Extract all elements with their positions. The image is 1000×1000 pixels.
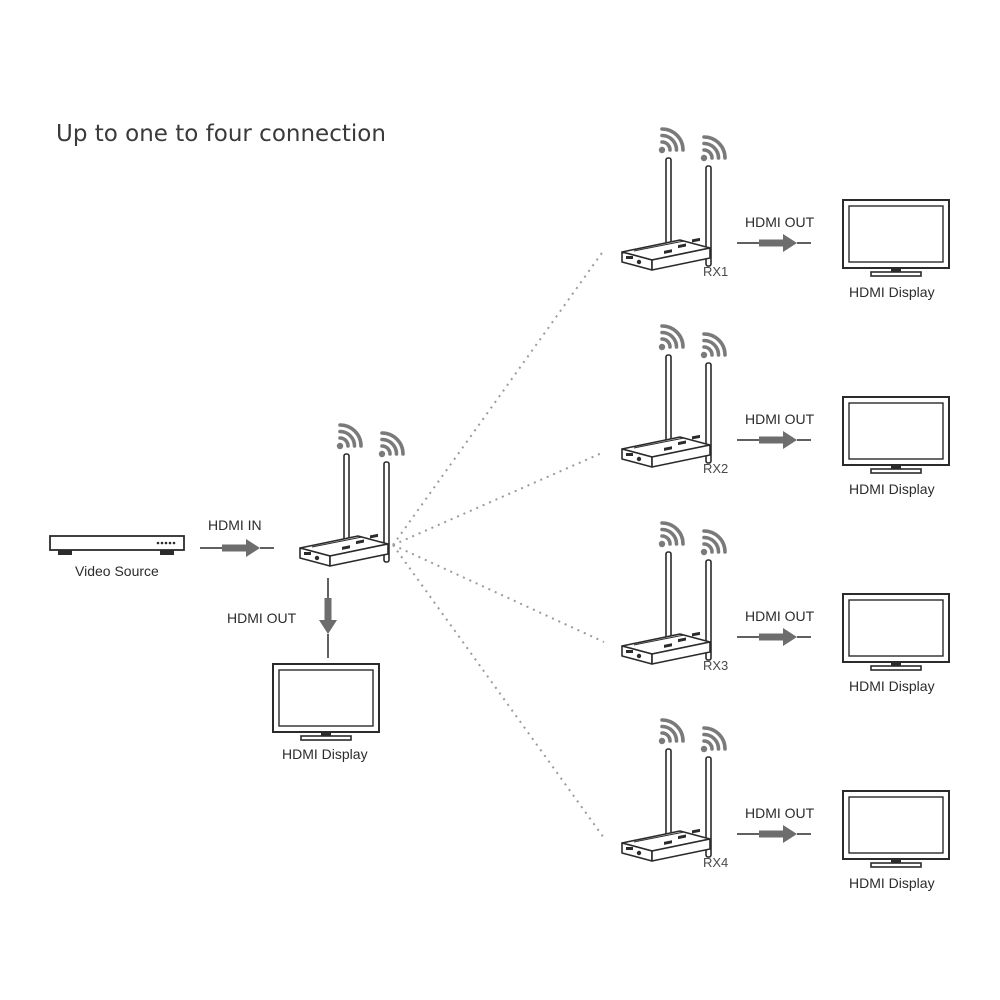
rx-hdmi-out-label: HDMI OUT bbox=[745, 411, 815, 427]
rx-monitor-icon bbox=[842, 396, 950, 474]
receiver-label: RX2 bbox=[703, 461, 728, 476]
receiver-row-3: RX3 HDMI OUT HDMI Display bbox=[622, 523, 950, 694]
rx-hdmi-out-label: HDMI OUT bbox=[745, 805, 815, 821]
rx-hdmi-out-arrow-icon bbox=[736, 627, 812, 647]
rx-hdmi-out-arrow-icon bbox=[736, 824, 812, 844]
link-rx1 bbox=[392, 249, 605, 546]
tx-display-label: HDMI Display bbox=[282, 746, 368, 762]
rx-display-label: HDMI Display bbox=[849, 481, 935, 497]
page-title: Up to one to four connection bbox=[56, 121, 386, 147]
hdmi-in-label: HDMI IN bbox=[208, 517, 262, 533]
hdmi-in-arrow-icon bbox=[199, 538, 275, 558]
video-source-icon bbox=[49, 535, 185, 555]
rx-monitor-icon bbox=[842, 593, 950, 671]
receiver-label: RX1 bbox=[703, 264, 728, 279]
receiver-label: RX4 bbox=[703, 855, 728, 870]
rx-hdmi-out-label: HDMI OUT bbox=[745, 608, 815, 624]
link-rx3 bbox=[392, 544, 605, 643]
wireless-links bbox=[392, 249, 605, 839]
receiver-device-icon bbox=[622, 129, 725, 270]
tx-hdmi-out-label: HDMI OUT bbox=[227, 610, 297, 626]
rx-hdmi-out-arrow-icon bbox=[736, 233, 812, 253]
link-rx4 bbox=[392, 544, 605, 839]
receiver-device-icon bbox=[622, 326, 725, 467]
rx-hdmi-out-label: HDMI OUT bbox=[745, 214, 815, 230]
rx-display-label: HDMI Display bbox=[849, 284, 935, 300]
transmitter-device-icon bbox=[300, 425, 403, 566]
tx-hdmi-out-arrow-icon bbox=[319, 578, 337, 658]
rx-display-label: HDMI Display bbox=[849, 875, 935, 891]
rx-hdmi-out-arrow-icon bbox=[736, 430, 812, 450]
receiver-row-1: RX1 HDMI OUT HDMI Display bbox=[622, 129, 950, 300]
rx-display-label: HDMI Display bbox=[849, 678, 935, 694]
receiver-device-icon bbox=[622, 523, 725, 664]
receiver-row-2: RX2 HDMI OUT HDMI Display bbox=[622, 326, 950, 497]
receiver-device-icon bbox=[622, 720, 725, 861]
video-source-label: Video Source bbox=[75, 563, 159, 579]
tx-monitor-icon bbox=[272, 663, 380, 741]
rx-monitor-icon bbox=[842, 790, 950, 868]
link-rx2 bbox=[392, 451, 605, 546]
receiver-row-4: RX4 HDMI OUT HDMI Display bbox=[622, 720, 950, 891]
receiver-label: RX3 bbox=[703, 658, 728, 673]
rx-monitor-icon bbox=[842, 199, 950, 277]
